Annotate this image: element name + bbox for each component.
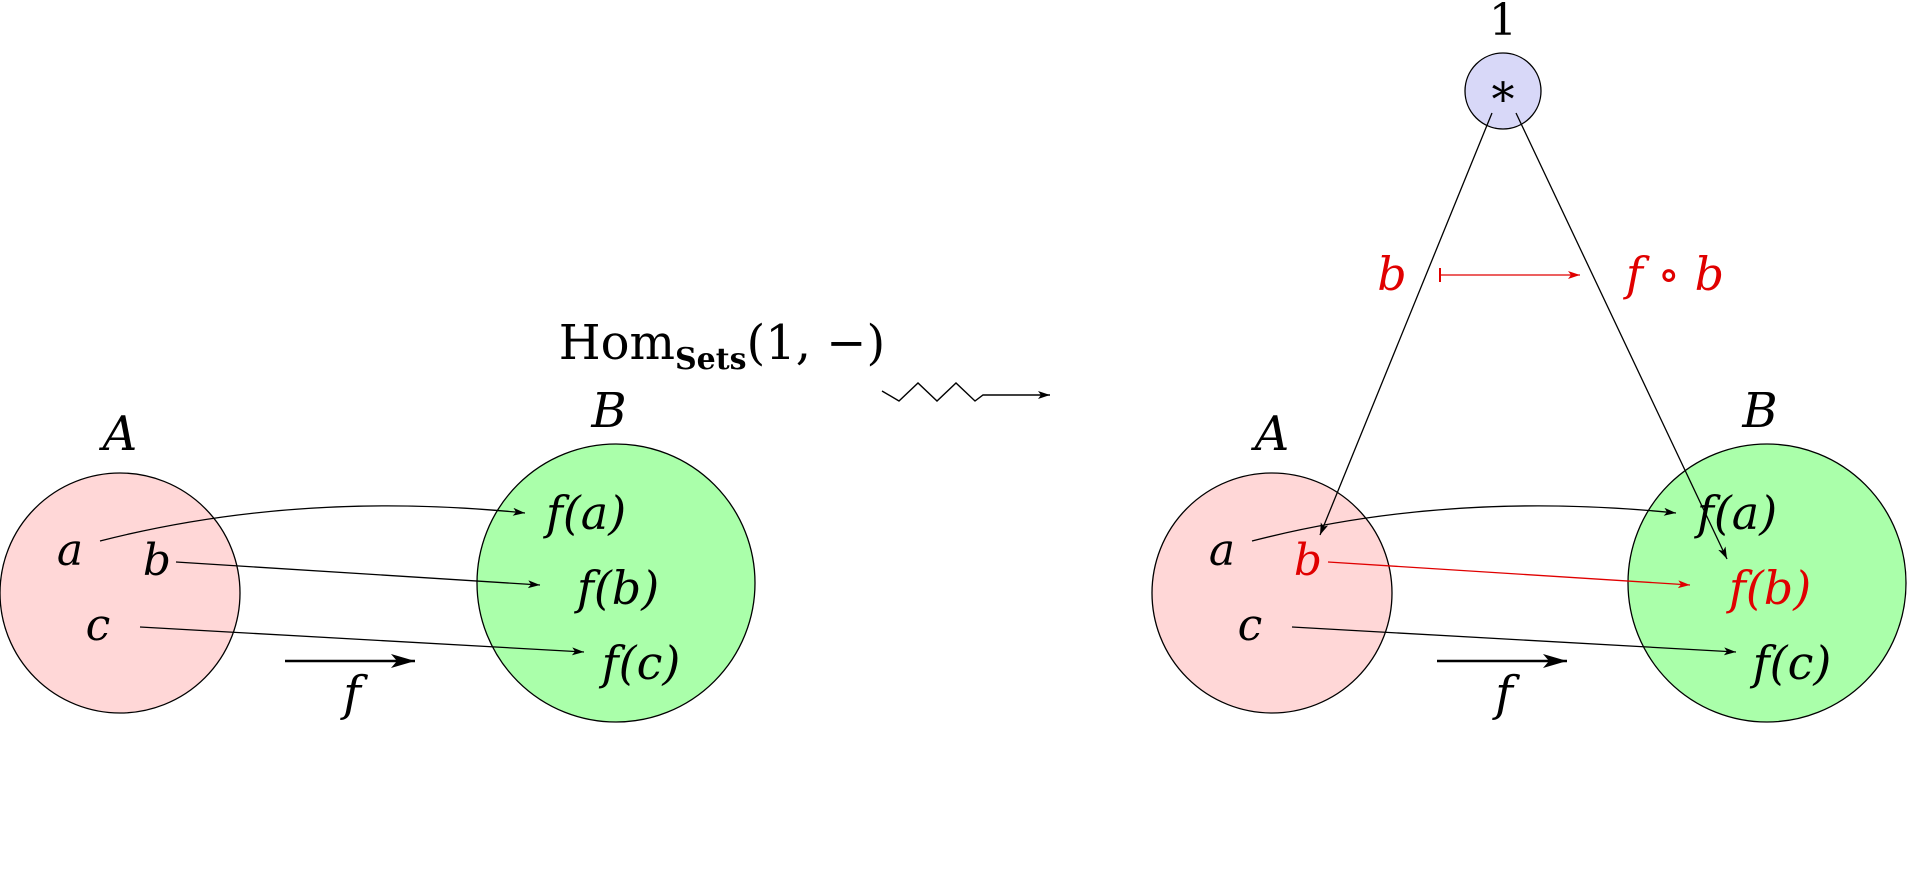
arrow-a-to-fa [1251,505,1677,542]
arrow-b-to-fb [1327,561,1691,589]
set-a-circle [0,472,241,714]
element-fa: f(a) [1694,486,1777,540]
hom-text: Hom [559,315,675,371]
left-diagram: A B a b c f(a) f(b) f(c) f [0,383,756,723]
map-star-to-b [1319,112,1493,536]
set-a-circle [1151,472,1393,714]
set-b-circle [1627,443,1907,723]
set-b-label: B [590,383,626,439]
hom-subscript: Sets [675,342,747,377]
mapsto-target-label: f ∘ b [1623,247,1724,301]
terminal-object-label: 1 [1489,0,1517,46]
right-diagram: 1 ∗ A B a b c f(a) f(b) f(c) b f ∘ b f [1151,0,1907,723]
element-a: a [57,525,83,576]
map-star-to-fb [1515,112,1728,560]
terminal-element: ∗ [1487,63,1518,117]
arrow-a-to-fa [99,505,526,542]
functor-label: HomSets(1, −) [559,315,1050,402]
arrow-c-to-fc [139,626,585,656]
arrow-c-to-fc [1291,626,1737,656]
element-b: b [143,535,171,586]
set-a-label: A [99,406,138,462]
element-c: c [1238,600,1263,651]
element-a: a [1209,525,1235,576]
function-label: f [340,666,368,722]
element-fb-highlighted: f(b) [1726,561,1811,615]
element-c: c [86,600,111,651]
element-fa: f(a) [543,486,626,540]
set-b-label: B [1741,383,1777,439]
mapsto-source-label: b [1377,247,1406,301]
arrow-b-to-fb [175,561,541,589]
set-a-label: A [1251,406,1290,462]
element-fc: f(c) [1750,636,1832,690]
element-fb: f(b) [574,561,659,615]
functor-squiggle-arrow [881,382,1050,402]
terminal-object-circle [1464,52,1542,130]
element-b-highlighted: b [1294,535,1322,586]
hom-args: (1, −) [747,315,886,371]
function-label: f [1492,666,1520,722]
hom-functor-text: HomSets(1, −) [559,315,886,377]
element-fc: f(c) [599,636,681,690]
set-b-circle [476,443,756,723]
